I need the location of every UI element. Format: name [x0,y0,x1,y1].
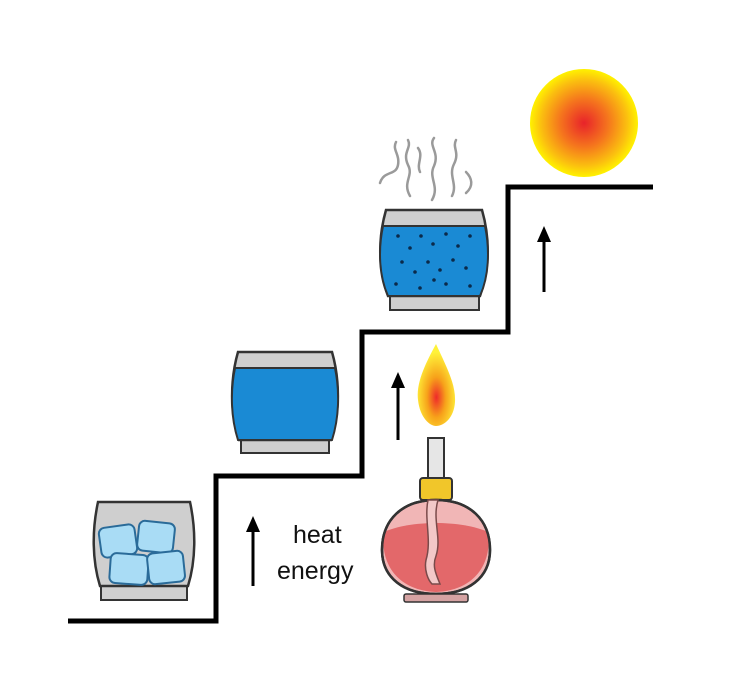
arrow-up-icon [537,226,551,292]
water-glass [230,350,340,454]
arrow-up-icon [246,516,260,586]
sun-icon [530,69,638,177]
steam-icon [378,136,473,202]
ice-glass [92,500,196,601]
ice-cube-icon [97,519,186,586]
staircase-line [68,184,653,624]
heat-label: heat [293,521,342,549]
bubbles [394,232,472,290]
arrow-up-icon [391,372,405,440]
burner-flame-icon [417,344,456,426]
energy-label: energy [277,557,354,585]
boiling-water-glass [378,136,489,311]
alcohol-burner-icon [380,437,492,603]
